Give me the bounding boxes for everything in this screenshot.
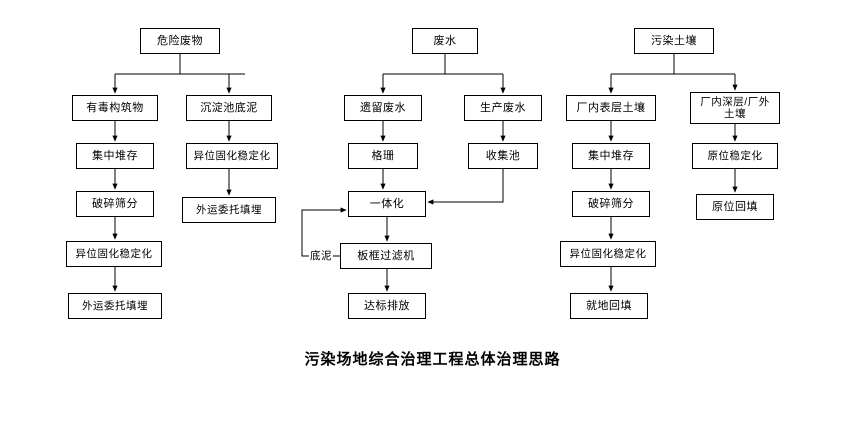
node-ex-situ-solidification-1: 异位固化稳定化 bbox=[186, 143, 278, 169]
node-production-wastewater: 生产废水 bbox=[464, 95, 542, 121]
node-discharge-standard: 达标排放 bbox=[348, 293, 426, 319]
node-offsite-landfill-1: 外运委托填埋 bbox=[182, 197, 276, 223]
node-centralized-storage-2: 集中堆存 bbox=[572, 143, 650, 169]
node-collection-tank: 收集池 bbox=[468, 143, 538, 169]
node-crushing-screening-1: 破碎筛分 bbox=[76, 191, 154, 217]
node-plant-deep-soil: 厂内深层/厂外 土壤 bbox=[690, 92, 780, 124]
node-plate-frame-filter: 板框过滤机 bbox=[340, 243, 432, 269]
node-onsite-backfill: 就地回填 bbox=[570, 293, 648, 319]
node-ex-situ-solidification-2: 异位固化稳定化 bbox=[66, 241, 162, 267]
edge-label-sludge: 底泥 bbox=[309, 248, 333, 263]
node-grid: 格珊 bbox=[348, 143, 418, 169]
diagram-caption: 污染场地综合治理工程总体治理思路 bbox=[304, 351, 561, 368]
node-hazardous-waste: 危险废物 bbox=[140, 28, 220, 54]
node-ex-situ-solidification-3: 异位固化稳定化 bbox=[560, 241, 656, 267]
node-centralized-storage-1: 集中堆存 bbox=[76, 143, 154, 169]
node-contaminated-soil: 污染土壤 bbox=[634, 28, 714, 54]
node-in-situ-backfill: 原位回填 bbox=[696, 194, 774, 220]
node-plant-surface-soil: 厂内表层土壤 bbox=[566, 95, 656, 121]
node-offsite-landfill-2: 外运委托填埋 bbox=[68, 293, 162, 319]
node-crushing-screening-2: 破碎筛分 bbox=[572, 191, 650, 217]
node-wastewater: 废水 bbox=[412, 28, 478, 54]
node-sediment-sludge: 沉淀池底泥 bbox=[186, 95, 272, 121]
node-residual-wastewater: 遗留废水 bbox=[344, 95, 422, 121]
node-toxic-structures: 有毒构筑物 bbox=[72, 95, 158, 121]
node-integration: 一体化 bbox=[348, 191, 426, 217]
node-in-situ-stabilization: 原位稳定化 bbox=[692, 143, 778, 169]
